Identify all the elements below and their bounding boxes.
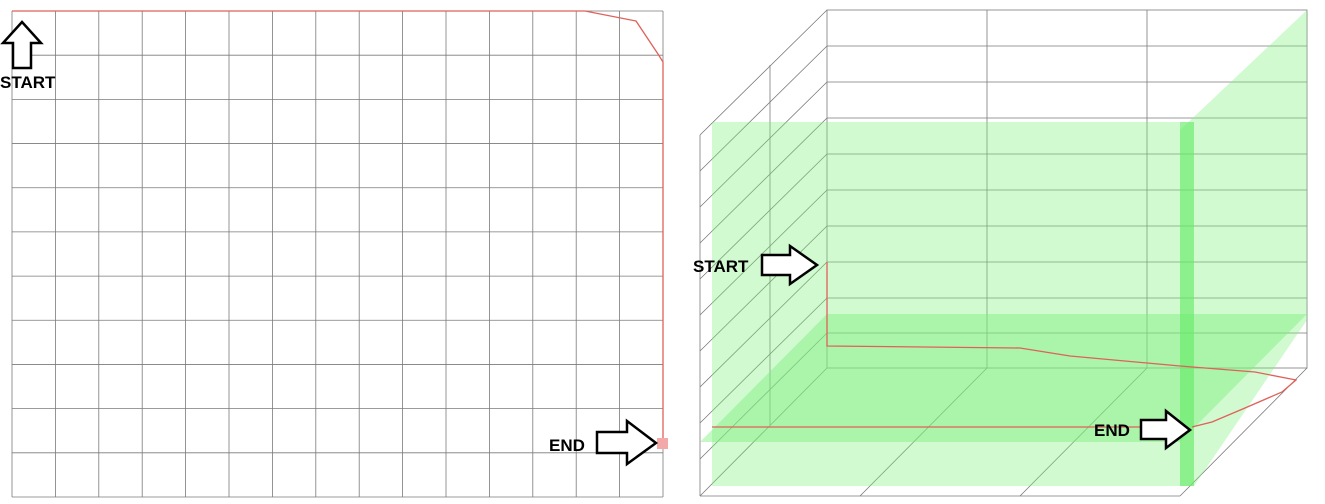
right-arrow-icon xyxy=(1139,408,1193,451)
diagonal-side-plane xyxy=(1180,10,1307,486)
route-path-2d xyxy=(12,10,664,444)
perspective-3d-view: START END xyxy=(693,9,1308,497)
start-label-2d: START xyxy=(0,73,56,92)
up-arrow-icon xyxy=(0,20,44,70)
plane-edge-strip xyxy=(1180,122,1194,486)
route-path-3d xyxy=(826,262,1298,428)
vertical-back-plane xyxy=(712,122,1194,486)
end-label-3d: END xyxy=(1094,421,1130,440)
back-wall-grid xyxy=(826,9,1308,369)
start-label-3d: START xyxy=(693,257,749,276)
right-arrow-icon xyxy=(595,418,659,467)
transparent-planes xyxy=(700,10,1307,486)
end-marker-2d xyxy=(657,438,668,449)
right-arrow-icon xyxy=(760,243,820,287)
grid-2d-view: START END xyxy=(0,10,668,498)
grid-2d-lines xyxy=(11,10,664,498)
end-label-2d: END xyxy=(549,436,585,455)
side-wall-grid xyxy=(699,9,1308,497)
